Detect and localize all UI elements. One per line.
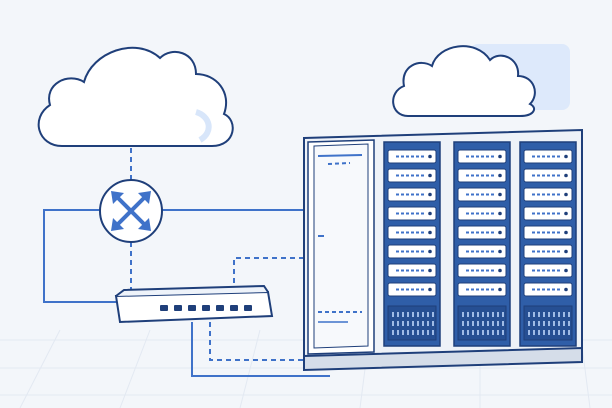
drive-bay [387, 263, 437, 278]
switch-port [230, 305, 238, 311]
drive-bay [387, 206, 437, 221]
drive-bay [387, 282, 437, 297]
cloud-icon [37, 46, 234, 147]
server-rack [453, 141, 511, 347]
drive-bay [387, 244, 437, 259]
drive-bay [457, 168, 507, 183]
network-switch-icon [114, 284, 274, 324]
drive-bay [387, 187, 437, 202]
vent-grille [523, 305, 573, 341]
drive-bay [523, 187, 573, 202]
drive-bay [523, 263, 573, 278]
drive-bay [387, 168, 437, 183]
drive-bay [523, 282, 573, 297]
drive-bay [457, 282, 507, 297]
drive-bay [387, 225, 437, 240]
drive-bay [523, 244, 573, 259]
switch-port [160, 305, 168, 311]
server-rack [383, 141, 441, 347]
drive-bay [523, 225, 573, 240]
drive-bay [457, 187, 507, 202]
drive-bay [457, 206, 507, 221]
vent-grille [457, 305, 507, 341]
drive-bay [457, 244, 507, 259]
cloud-icon [392, 44, 570, 117]
server-rack [519, 141, 577, 347]
switch-port [174, 305, 182, 311]
drive-bay [457, 149, 507, 164]
router-cross-arrows-icon [99, 179, 163, 243]
switch-port [202, 305, 210, 311]
switch-port [188, 305, 196, 311]
switch-port [216, 305, 224, 311]
switch-ports [160, 305, 252, 311]
rack-panels [383, 141, 577, 347]
drive-bay [457, 263, 507, 278]
network-cables [43, 209, 330, 377]
switch-port [244, 305, 252, 311]
drive-bay [523, 168, 573, 183]
server-rack-icon [303, 128, 583, 372]
drive-bay [387, 149, 437, 164]
vent-grille [387, 305, 437, 341]
drive-bay [523, 149, 573, 164]
drive-bay [457, 225, 507, 240]
drive-bay [523, 206, 573, 221]
